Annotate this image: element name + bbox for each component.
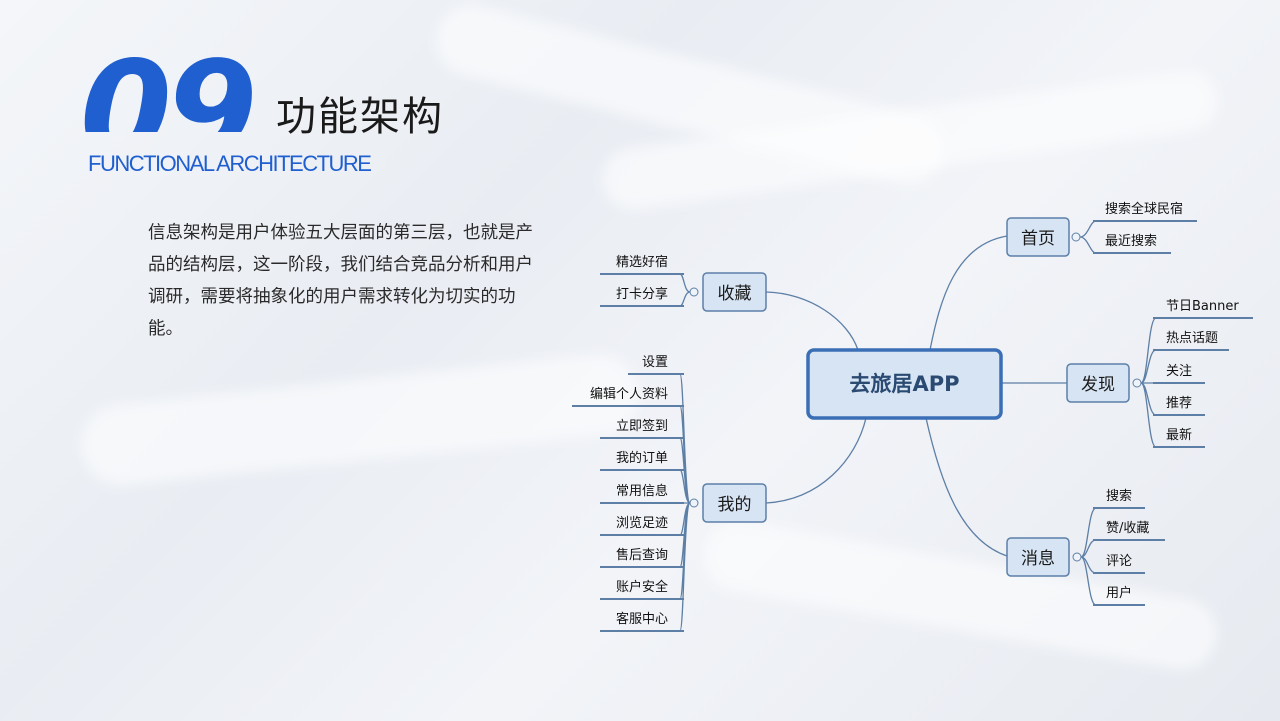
branch-discover-label: 发现 bbox=[1081, 375, 1115, 395]
leaf-mine-edit-profile: 编辑个人资料 bbox=[590, 387, 668, 402]
connector bbox=[679, 373, 691, 632]
intro-paragraph: 信息架构是用户体验五大层面的第三层，也就是产品的结构层，这一阶段，我们结合竞品分… bbox=[148, 223, 533, 339]
branch-favorites-label: 收藏 bbox=[718, 284, 752, 304]
leaf-favorites-share: 打卡分享 bbox=[616, 286, 668, 302]
connector bbox=[679, 273, 691, 307]
leaf-mine-orders: 我的订单 bbox=[616, 450, 668, 466]
leaf-messages-likes: 赞/收藏 bbox=[1106, 521, 1149, 536]
branch-mine-label: 我的 bbox=[718, 495, 752, 515]
branch-home-label: 首页 bbox=[1021, 229, 1055, 249]
connector bbox=[765, 417, 867, 504]
branch-node-favorites bbox=[702, 272, 767, 312]
leaf-discover-topics: 热点话题 bbox=[1166, 331, 1218, 346]
connector bbox=[1140, 317, 1157, 448]
branch-node-mine bbox=[702, 483, 767, 523]
leaf-mine-aftersales: 售后查询 bbox=[616, 547, 668, 563]
collapse-knob bbox=[1072, 552, 1082, 562]
branch-messages-label: 消息 bbox=[1021, 549, 1055, 569]
leaf-mine-settings: 设置 bbox=[642, 355, 668, 370]
center-node-label: 去旅居APP bbox=[849, 372, 959, 396]
leaf-discover-latest: 最新 bbox=[1166, 427, 1192, 443]
leaf-mine-common-info: 常用信息 bbox=[616, 483, 668, 499]
leaf-home-recent: 最近搜索 bbox=[1105, 234, 1157, 249]
leaf-mine-support: 客服中心 bbox=[616, 611, 668, 627]
collapse-knob bbox=[689, 498, 699, 508]
leaf-discover-banner: 节日Banner bbox=[1166, 299, 1239, 314]
leaf-home-search: 搜索全球民宿 bbox=[1105, 201, 1183, 217]
leaf-messages-users: 用户 bbox=[1106, 585, 1132, 601]
leaf-mine-security: 账户安全 bbox=[616, 579, 668, 595]
collapse-knob bbox=[1071, 232, 1081, 242]
leaf-mine-history: 浏览足迹 bbox=[616, 515, 668, 531]
connector bbox=[1080, 507, 1097, 606]
page-subtitle: FUNCTIONAL ARCHITECTURE bbox=[88, 151, 372, 176]
leaf-discover-follow: 关注 bbox=[1166, 364, 1192, 379]
connector bbox=[765, 291, 859, 351]
page-title: 功能架构 bbox=[276, 94, 444, 140]
branch-node-discover bbox=[1066, 363, 1130, 403]
leaf-mine-checkin: 立即签到 bbox=[616, 418, 668, 434]
leaf-favorites-picks: 精选好宿 bbox=[616, 254, 668, 270]
collapse-knob bbox=[689, 287, 699, 297]
connector bbox=[929, 235, 1008, 351]
connector bbox=[925, 417, 1008, 557]
branch-node-messages bbox=[1006, 537, 1070, 577]
branch-node-home bbox=[1006, 217, 1070, 257]
center-node bbox=[806, 348, 1003, 420]
section-number: 09 bbox=[80, 33, 252, 132]
leaf-discover-recommend: 推荐 bbox=[1166, 396, 1192, 411]
connector bbox=[1079, 220, 1097, 254]
collapse-knob bbox=[1132, 378, 1142, 388]
leaf-messages-comments: 评论 bbox=[1106, 554, 1132, 569]
leaf-messages-search: 搜索 bbox=[1106, 489, 1132, 504]
